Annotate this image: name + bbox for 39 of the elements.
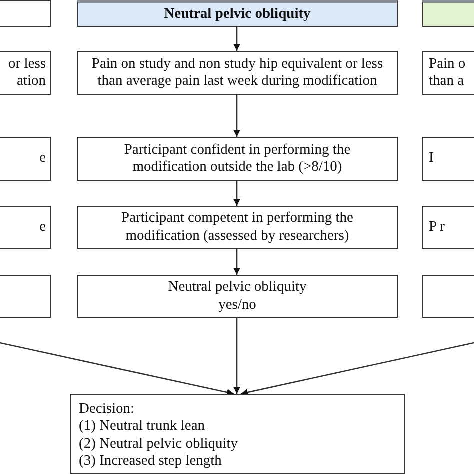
- arrow: [234, 249, 240, 275]
- process-box: [422, 206, 474, 249]
- box-text: Neutral pelvic obliquity: [163, 6, 312, 24]
- box-text: P r: [428, 218, 446, 236]
- decision-text: (3) Increased step length: [79, 453, 222, 471]
- box-text: I: [428, 150, 435, 168]
- decision-text: Decision:: [79, 401, 135, 418]
- box-text: Participant competent in performing the modification (assessed by researchers): [120, 210, 354, 245]
- arrow: [234, 95, 240, 137]
- process-box: [0, 51, 51, 95]
- box-text: e: [38, 150, 47, 168]
- box-text: Pain o than a: [428, 56, 467, 90]
- process-box: [0, 206, 51, 249]
- process-box: [77, 51, 398, 95]
- process-box: [422, 51, 474, 95]
- box-text: e: [38, 218, 47, 236]
- process-box: [77, 137, 398, 181]
- process-box: [77, 0, 398, 27]
- empty-box: [0, 0, 51, 27]
- process-box: [0, 137, 51, 181]
- box-text: Neutral pelvic obliquity: [167, 279, 308, 296]
- box-text: or less ation: [8, 56, 47, 90]
- process-box: [77, 275, 398, 318]
- empty-box: [422, 275, 474, 318]
- box-text: yes/no: [218, 296, 258, 314]
- arrow: [234, 318, 240, 394]
- decision-text: (1) Neutral trunk lean: [79, 418, 206, 436]
- process-box: [422, 137, 474, 181]
- decision-text: (2) Neutral pelvic obliquity: [79, 436, 238, 454]
- empty-box: [0, 275, 51, 318]
- box-text: Pain on study and non study hip equivalent or less than average pain last week during modification: [90, 56, 384, 90]
- process-box: [77, 206, 398, 249]
- arrow: [234, 181, 240, 206]
- decision-box: [70, 394, 405, 474]
- box-text: Participant confident in performing the modification outside the lab (>8/10): [123, 142, 352, 176]
- arrow: [0, 342, 234, 396]
- arrow: [240, 342, 474, 396]
- arrow: [234, 27, 240, 51]
- empty-box: [422, 0, 474, 27]
